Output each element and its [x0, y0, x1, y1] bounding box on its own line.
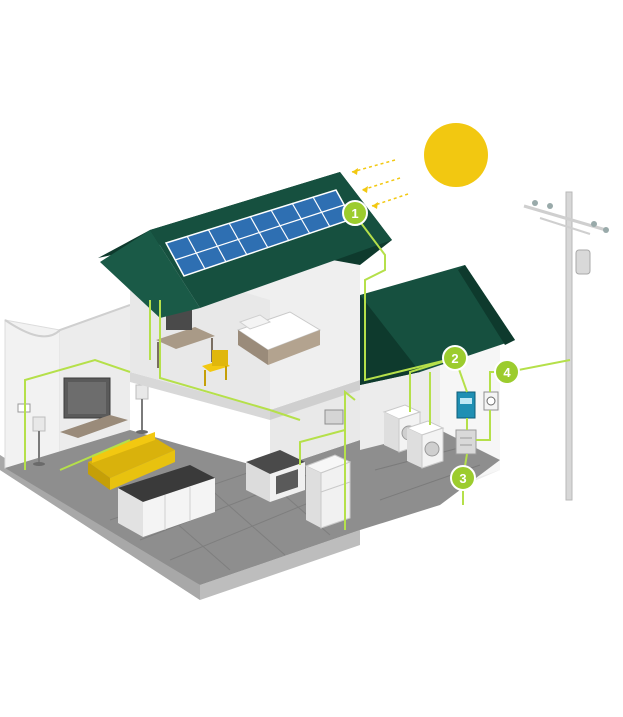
thermostat-icon: [324, 409, 344, 425]
marker-4: 4: [494, 359, 520, 385]
distribution-board-icon: [455, 429, 477, 455]
utility-pole-icon: [523, 191, 609, 501]
marker-3: 3: [450, 465, 476, 491]
marker-4-label: 4: [503, 365, 511, 380]
marker-1: 1: [342, 200, 368, 226]
marker-3-label: 3: [459, 471, 466, 486]
dryer-icon: [405, 420, 445, 469]
floor-lamp-icon: [32, 416, 46, 466]
kitchen-island-icon: [118, 465, 215, 537]
stove-icon: [246, 450, 305, 502]
floor-lamp-icon: [135, 384, 149, 434]
sun-icon: [424, 123, 488, 187]
sofa-icon: [88, 432, 175, 490]
desk-icon: [156, 310, 215, 368]
utility-roof: [360, 265, 515, 385]
marker-1-label: 1: [351, 206, 358, 221]
sun-rays-icon: [351, 159, 409, 209]
bed-icon: [236, 311, 322, 365]
marker-2-label: 2: [451, 351, 458, 366]
meter-icon: [483, 391, 499, 411]
living-room: [4, 304, 360, 585]
main-roof: [98, 172, 392, 318]
solar-panel-icon: [164, 189, 354, 277]
fridge-icon: [304, 454, 352, 529]
chair-icon: [202, 350, 230, 386]
wiring: [24, 214, 571, 530]
inverter-icon: [456, 391, 476, 419]
marker-2: 2: [442, 345, 468, 371]
monitor-icon: [166, 310, 192, 330]
